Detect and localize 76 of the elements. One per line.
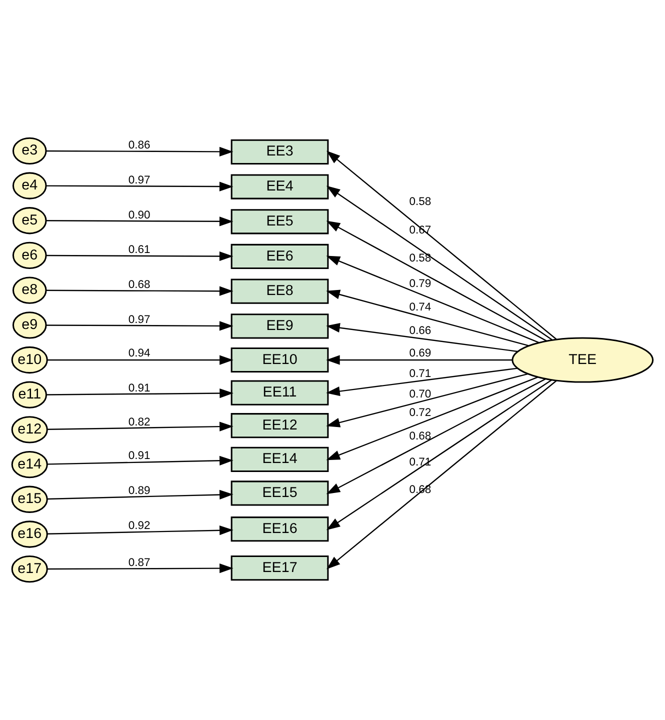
arrow	[47, 490, 234, 500]
node-box: EE8	[230, 278, 329, 304]
arrow	[326, 368, 518, 396]
arrow	[326, 150, 557, 340]
edge-label: 0.72	[409, 407, 432, 420]
arrow	[326, 378, 546, 494]
node-ellipse: e15	[11, 486, 48, 513]
arrow	[47, 422, 234, 432]
node-box: EE11	[230, 380, 329, 406]
arrow	[326, 220, 547, 342]
node-box: EE3	[230, 139, 329, 164]
node-ellipse: e16	[11, 520, 48, 548]
edge-label: 0.82	[128, 416, 150, 428]
node-ellipse: e9	[12, 312, 47, 339]
arrow	[46, 216, 234, 226]
arrow	[326, 373, 528, 428]
node-box: EE16	[230, 516, 329, 542]
node-box: EE17	[230, 556, 329, 581]
arrow	[326, 355, 512, 365]
node-ellipse: e5	[12, 207, 47, 234]
edge-label: 0.86	[128, 140, 150, 152]
edge-label: 0.61	[128, 244, 150, 256]
node-ellipse: e8	[12, 276, 47, 304]
arrow	[47, 355, 234, 365]
arrow	[46, 251, 234, 262]
arrow	[47, 526, 234, 536]
arrow	[46, 146, 234, 156]
node-box: EE9	[230, 314, 329, 339]
arrow	[326, 380, 557, 570]
edge-label: 0.68	[128, 279, 150, 292]
node-ellipse: TEE	[512, 337, 654, 383]
node-box: EE4	[230, 174, 329, 200]
edge-label: 0.91	[128, 382, 150, 395]
node-ellipse: e6	[12, 242, 47, 270]
node-box: EE6	[230, 244, 329, 270]
node-ellipse: e10	[11, 346, 48, 374]
edge-label: 0.91	[128, 450, 150, 462]
edge-label: 0.70	[409, 388, 432, 401]
node-box: EE14	[230, 446, 329, 472]
edge-label: 0.97	[128, 174, 150, 187]
arrow	[326, 322, 518, 352]
arrow	[46, 321, 234, 331]
edge-label: 0.79	[409, 278, 432, 290]
arrow	[47, 564, 234, 574]
arrow	[46, 182, 234, 192]
node-box: EE15	[230, 480, 329, 506]
node-ellipse: e14	[11, 450, 48, 478]
node-box: EE10	[230, 347, 329, 373]
node-ellipse: e11	[12, 381, 48, 408]
edge-label: 0.66	[409, 325, 432, 338]
edge-label: 0.94	[128, 348, 150, 360]
edge-label: 0.90	[128, 209, 150, 222]
arrow	[46, 388, 234, 398]
arrow	[326, 256, 540, 344]
arrow	[47, 456, 234, 466]
node-ellipse: e3	[12, 137, 47, 164]
arrow	[326, 376, 538, 460]
arrow	[46, 286, 234, 296]
edge-label: 0.74	[409, 302, 432, 314]
edge-label: 0.89	[128, 485, 150, 498]
arrow	[326, 186, 552, 340]
edge-label: 0.58	[409, 252, 432, 264]
edge-label: 0.69	[409, 348, 432, 360]
node-box: EE12	[230, 413, 329, 438]
edge-label: 0.97	[128, 314, 150, 326]
edge-label: 0.87	[128, 556, 150, 569]
node-box: EE5	[230, 209, 329, 234]
arrow	[326, 380, 552, 530]
edge-label: 0.58	[409, 196, 432, 208]
node-ellipse: e17	[11, 556, 48, 583]
node-ellipse: e4	[12, 172, 47, 200]
edge-label: 0.68	[409, 430, 432, 443]
node-ellipse: e12	[11, 416, 48, 444]
edge-label: 0.71	[409, 368, 432, 380]
edge-label: 0.92	[128, 520, 150, 532]
arrow	[326, 290, 529, 346]
